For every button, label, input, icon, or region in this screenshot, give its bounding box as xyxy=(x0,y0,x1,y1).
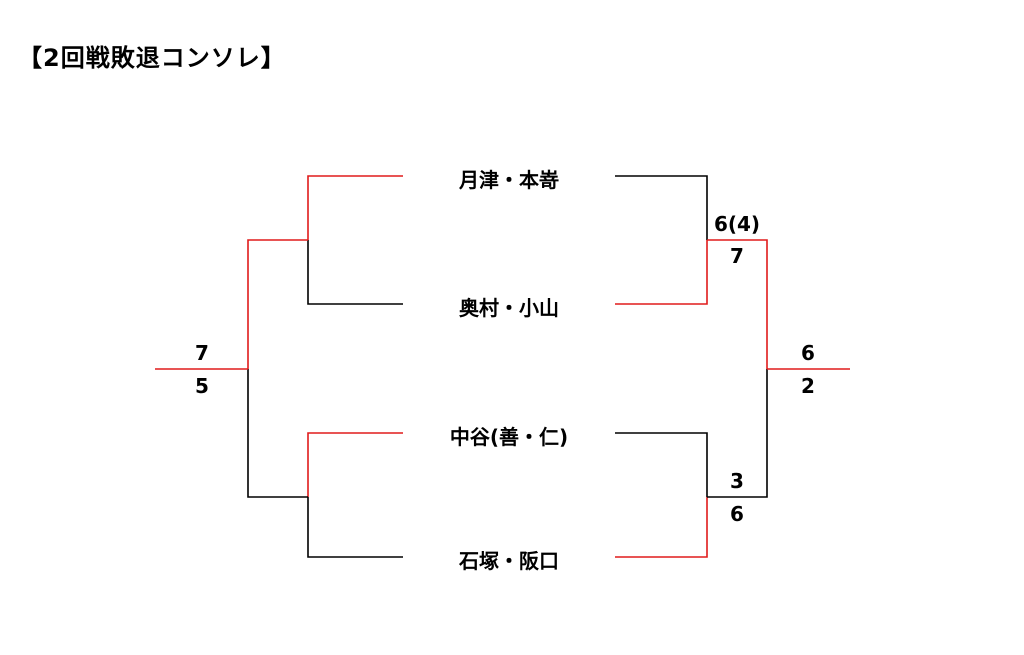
score-semi-top-1: 6(4) xyxy=(713,212,761,236)
score-final-right-1: 6 xyxy=(801,341,815,365)
line-right-team3 xyxy=(615,432,708,497)
score-semi-bottom-2: 6 xyxy=(730,502,744,526)
line-left-semi-bottom xyxy=(247,369,308,498)
score-semi-top-2: 7 xyxy=(730,244,744,268)
line-left-team4 xyxy=(307,497,403,558)
page-title: 【2回戦敗退コンソレ】 xyxy=(18,44,286,72)
score-final-left-2: 5 xyxy=(195,374,209,398)
line-right-semi-top xyxy=(707,239,768,369)
line-left-team3 xyxy=(307,432,403,497)
team-name: 中谷(善・仁) xyxy=(449,425,569,449)
team-name: 月津・本嵜 xyxy=(459,168,559,192)
line-right-team4 xyxy=(615,497,708,558)
line-right-team1 xyxy=(615,175,708,240)
score-final-left-1: 7 xyxy=(195,341,209,365)
line-left-semi-top xyxy=(247,239,308,369)
score-semi-bottom-1: 3 xyxy=(730,469,744,493)
line-right-team2 xyxy=(615,240,708,305)
line-right-semi-bottom xyxy=(707,369,768,498)
line-left-team2 xyxy=(307,240,403,305)
team-name: 奥村・小山 xyxy=(459,296,559,320)
score-final-right-2: 2 xyxy=(801,374,815,398)
team-name: 石塚・阪口 xyxy=(459,549,559,573)
line-left-team1 xyxy=(307,175,403,240)
